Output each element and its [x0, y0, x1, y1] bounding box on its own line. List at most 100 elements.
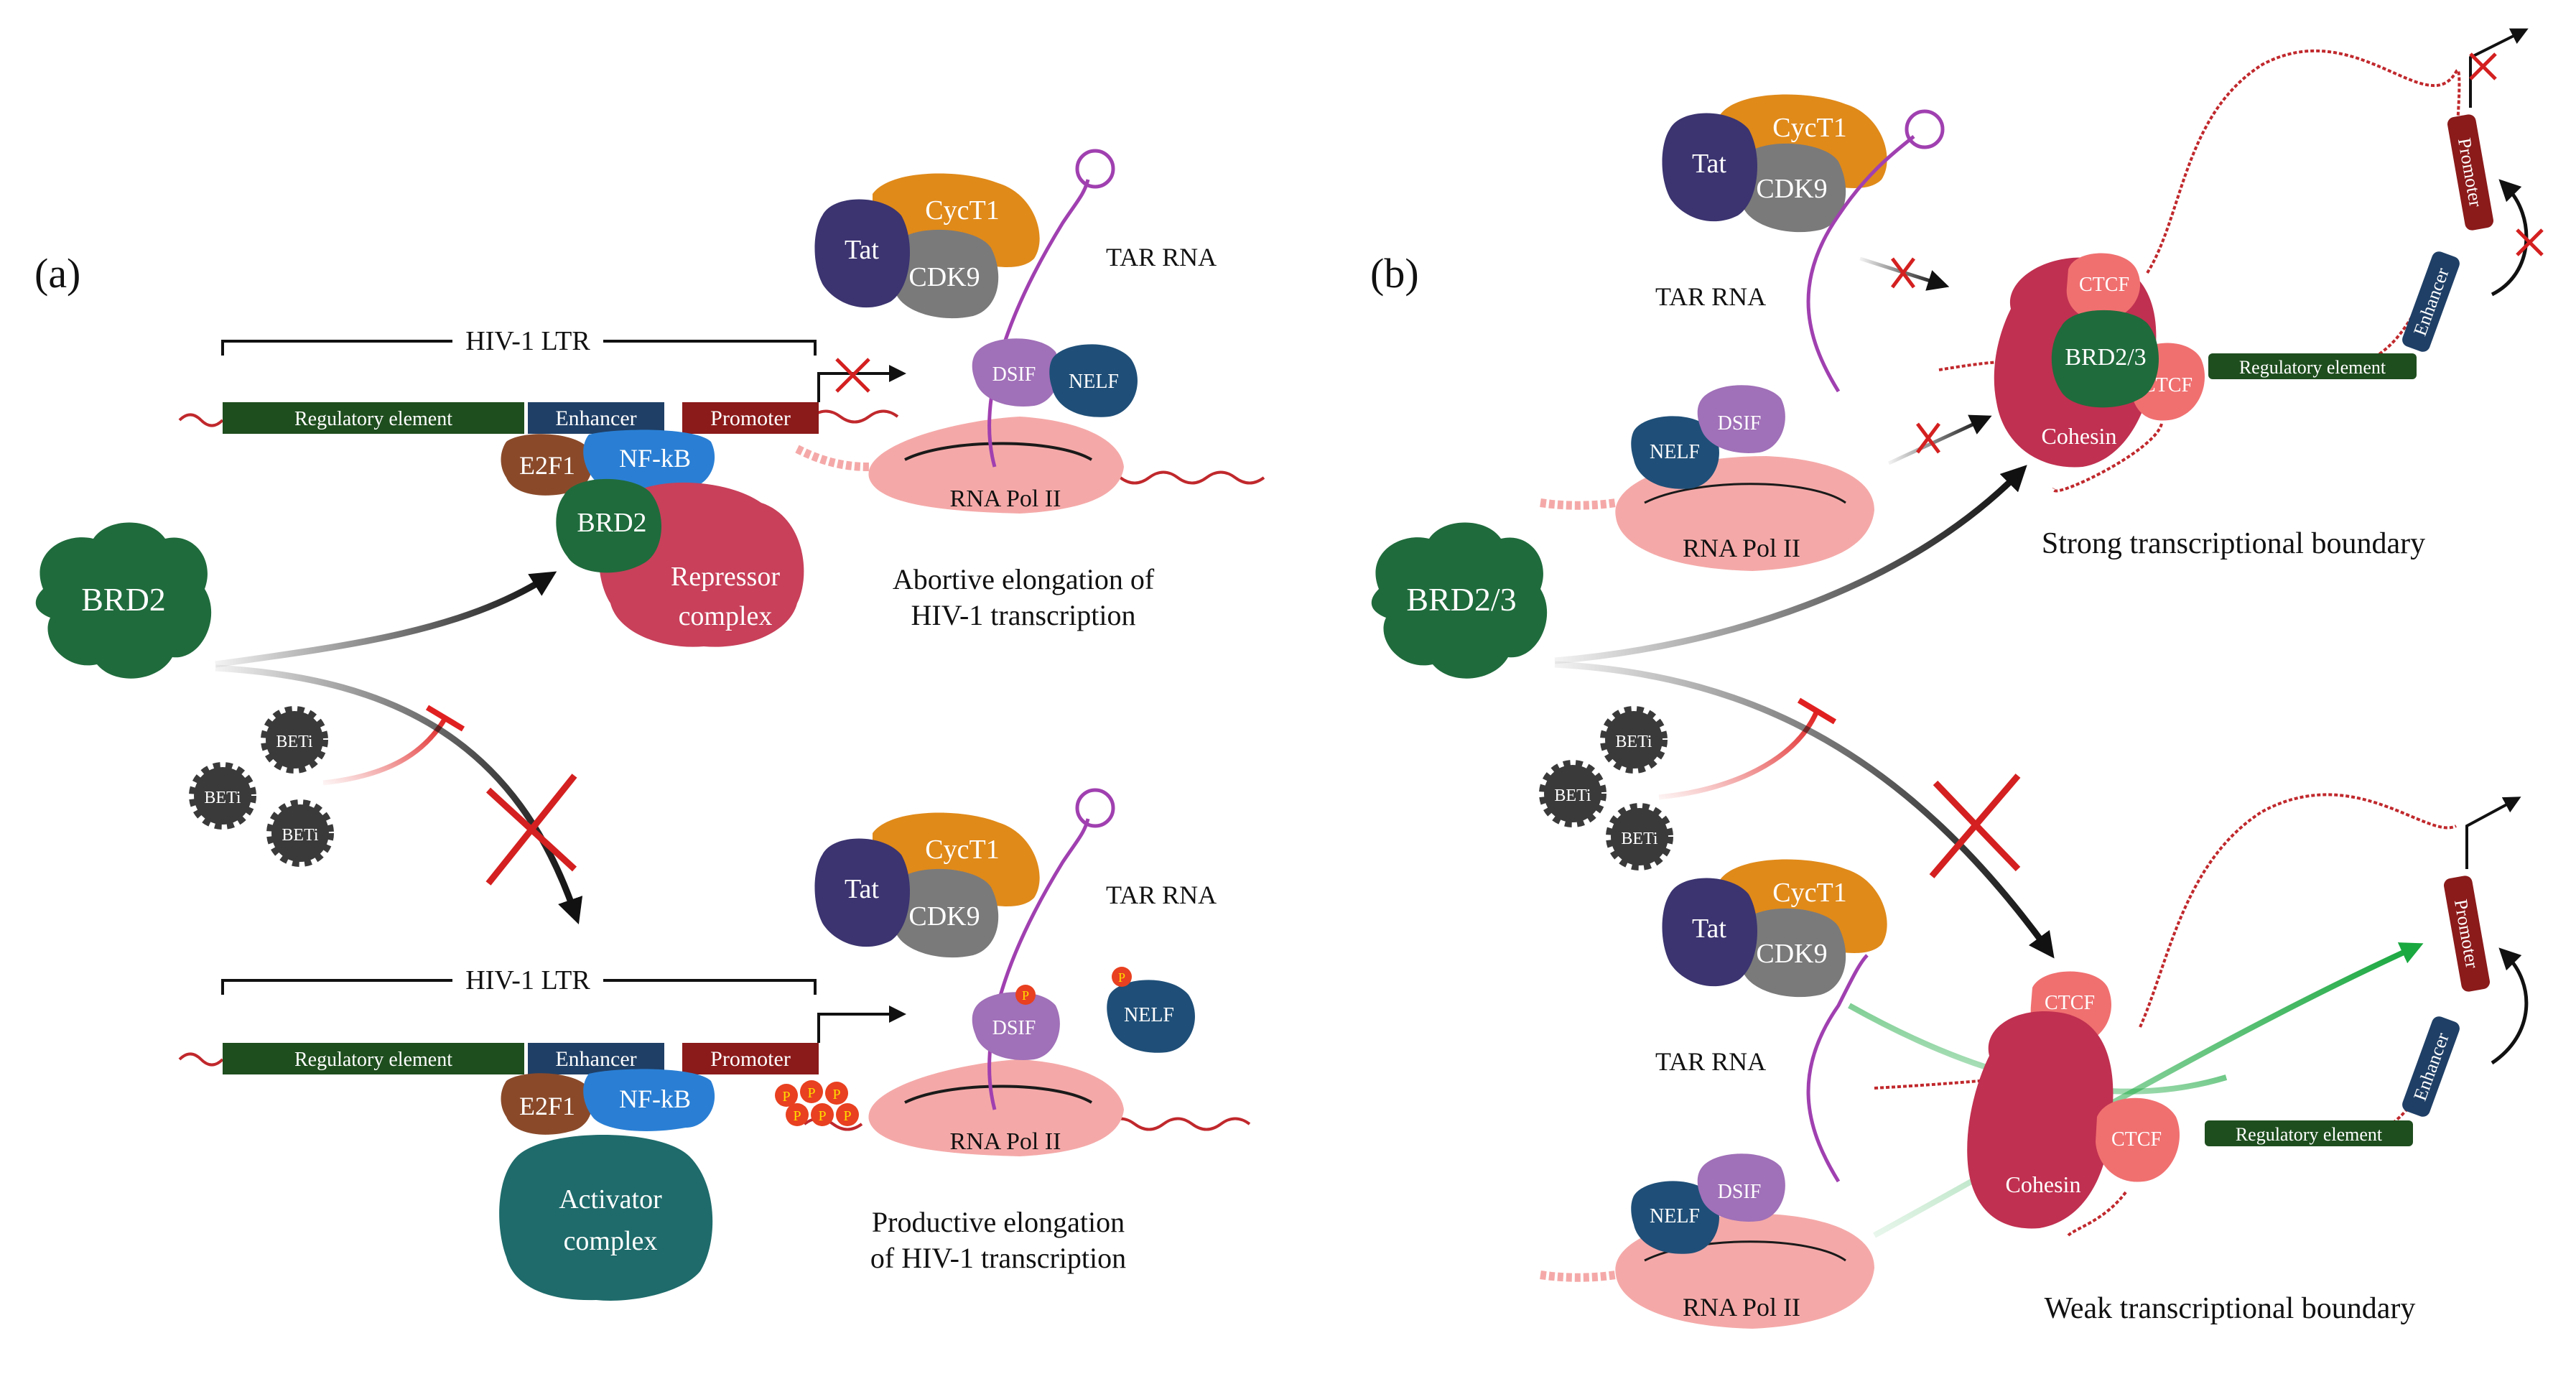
- block-cross-a: [485, 774, 577, 886]
- tar-rna: TAR RNA: [987, 149, 1217, 468]
- dsif-protein: DSIF: [1697, 385, 1785, 453]
- svg-text:P: P: [818, 1108, 826, 1124]
- tat-protein: [1662, 113, 1757, 222]
- polii-tail: [1540, 498, 1617, 510]
- tss-arrow: [2465, 797, 2521, 869]
- beti-group-a: BETi BETi BETi: [189, 706, 334, 867]
- panel-b-letter: (b): [1370, 250, 1419, 297]
- cdk9-protein: [1736, 908, 1846, 998]
- svg-text:BETi: BETi: [282, 826, 318, 845]
- tss-arrow: [817, 1006, 906, 1043]
- brd2-arrow-up: [215, 571, 557, 668]
- enhancer-label: Enhancer: [555, 407, 636, 430]
- brd2-bound: BRD2: [556, 478, 662, 573]
- svg-text:E2F1: E2F1: [519, 451, 575, 480]
- brd2-arrow-down: [215, 664, 583, 924]
- regulatory-element-box: [2208, 353, 2417, 379]
- rna-pol-ii: RNA Pol II: [868, 1059, 1124, 1156]
- svg-text:NELF: NELF: [1650, 441, 1700, 463]
- svg-text:complex: complex: [679, 601, 773, 631]
- inhibition-bar-a: [425, 705, 465, 732]
- svg-text:P: P: [1022, 988, 1029, 1003]
- svg-text:Repressor: Repressor: [671, 562, 780, 592]
- phospho-cluster: P P P P P P: [775, 1080, 859, 1126]
- nfkb-protein: NF-kB: [583, 430, 715, 492]
- nfkb-protein: NF-kB: [583, 1069, 715, 1131]
- svg-text:Tat: Tat: [845, 874, 879, 904]
- promoter-box: Promoter: [2447, 114, 2494, 231]
- brd23-arrow-up: [1554, 465, 2027, 664]
- svg-text:RNA Pol II: RNA Pol II: [1683, 1293, 1800, 1322]
- enhancer-label: Enhancer: [555, 1047, 636, 1071]
- svg-text:Cohesin: Cohesin: [2042, 423, 2117, 449]
- beti-gear: BETi: [1606, 803, 1673, 870]
- svg-text:P: P: [832, 1087, 840, 1102]
- regulatory-element-box: [223, 1043, 524, 1074]
- promoter-box: Promoter: [2443, 876, 2491, 992]
- cohesin-weak: Cohesin: [1967, 1011, 2114, 1229]
- promoter-label: Promoter: [710, 407, 791, 430]
- svg-text:DSIF: DSIF: [992, 1017, 1036, 1039]
- brd23-bound: BRD2/3: [2051, 310, 2159, 408]
- pTEFb-bottom: CycT1 CDK9 Tat: [814, 812, 1040, 958]
- beti-group-b: BETi BETi BETi: [1539, 706, 1673, 870]
- svg-text:NF-kB: NF-kB: [619, 1085, 691, 1113]
- svg-text:CycT1: CycT1: [1772, 878, 1846, 908]
- svg-text:Tat: Tat: [845, 235, 879, 265]
- enhancer-promoter-arrow: [2491, 179, 2529, 297]
- ep-block-cross: [2516, 228, 2544, 256]
- panel-b: (b) BRD2/3 BETi BETi BETi: [1370, 28, 2544, 1329]
- svg-text:CycT1: CycT1: [925, 195, 999, 226]
- polii-tail: [1540, 1271, 1617, 1282]
- svg-text:Tat: Tat: [1692, 149, 1726, 179]
- brd2-blob: [35, 522, 212, 679]
- e2f1-protein: E2F1: [501, 1073, 592, 1135]
- panel-a: (a) BRD2 BETi BETi BETi: [34, 149, 1265, 1301]
- caption-productive-1: Productive elongation: [872, 1206, 1125, 1238]
- svg-text:complex: complex: [564, 1226, 658, 1256]
- tss-arrow: [2469, 28, 2529, 108]
- svg-text:BETi: BETi: [1615, 733, 1652, 751]
- enhancer-promoter-arrow: [2491, 947, 2529, 1065]
- regulatory-element-label: Regulatory element: [294, 408, 452, 430]
- dna-loop-strong: [1938, 49, 2461, 493]
- promoter-box: [682, 1043, 819, 1074]
- svg-text:TAR RNA: TAR RNA: [1106, 243, 1217, 271]
- pTEFb-top: CycT1 CDK9 Tat: [814, 173, 1040, 319]
- svg-text:CycT1: CycT1: [1772, 113, 1846, 143]
- inhibition-bar-b: [1797, 697, 1837, 725]
- svg-text:RNA Pol II: RNA Pol II: [950, 1128, 1061, 1155]
- regulatory-element-label: Regulatory element: [294, 1049, 452, 1071]
- caption-abortive-2: HIV-1 transcription: [911, 599, 1136, 631]
- svg-text:CTCF: CTCF: [2111, 1128, 2162, 1151]
- e2f1-protein: E2F1: [501, 434, 592, 496]
- pTEFb-b-top: CycT1 CDK9 Tat: [1662, 94, 1887, 233]
- ltr-label: HIV-1 LTR: [465, 326, 590, 356]
- svg-text:RNA Pol II: RNA Pol II: [1683, 534, 1800, 562]
- svg-text:CycT1: CycT1: [925, 835, 999, 865]
- cdk9-protein: [1736, 143, 1846, 233]
- svg-text:BRD2/3: BRD2/3: [2065, 344, 2146, 371]
- svg-text:CTCF: CTCF: [2079, 274, 2129, 296]
- pTEFb-b-bottom: CycT1 CDK9 Tat: [1662, 859, 1887, 998]
- svg-text:BETi: BETi: [276, 733, 312, 751]
- panel-b-top: CycT1 CDK9 Tat TAR RNA RNA Pol II: [1540, 28, 2544, 571]
- svg-text:CTCF: CTCF: [2045, 992, 2095, 1014]
- nascent-rna-tail: [795, 445, 870, 471]
- block-arrow-polii: [1887, 414, 1992, 465]
- dsif-protein: DSIF P: [972, 985, 1060, 1060]
- regulatory-element-label: Regulatory element: [2236, 1124, 2383, 1145]
- svg-text:P: P: [807, 1085, 815, 1101]
- brd23-arrow-down: [1554, 661, 2055, 959]
- enhancer-box: Enhancer: [2402, 1016, 2460, 1117]
- cdk9-protein: [888, 229, 999, 319]
- tar-rna: TAR RNA: [1655, 954, 1869, 1183]
- enhancer-box: Enhancer: [2402, 251, 2460, 352]
- caption-weak: Weak transcriptional boundary: [2045, 1292, 2416, 1325]
- svg-text:BETi: BETi: [1554, 786, 1591, 805]
- svg-text:BRD2: BRD2: [577, 508, 646, 538]
- nelf-protein: NELF: [1631, 416, 1719, 489]
- svg-text:Activator: Activator: [559, 1184, 662, 1215]
- ctcf-weak-bottom: CTCF: [2096, 1097, 2180, 1182]
- beti-gear: BETi: [1539, 760, 1606, 827]
